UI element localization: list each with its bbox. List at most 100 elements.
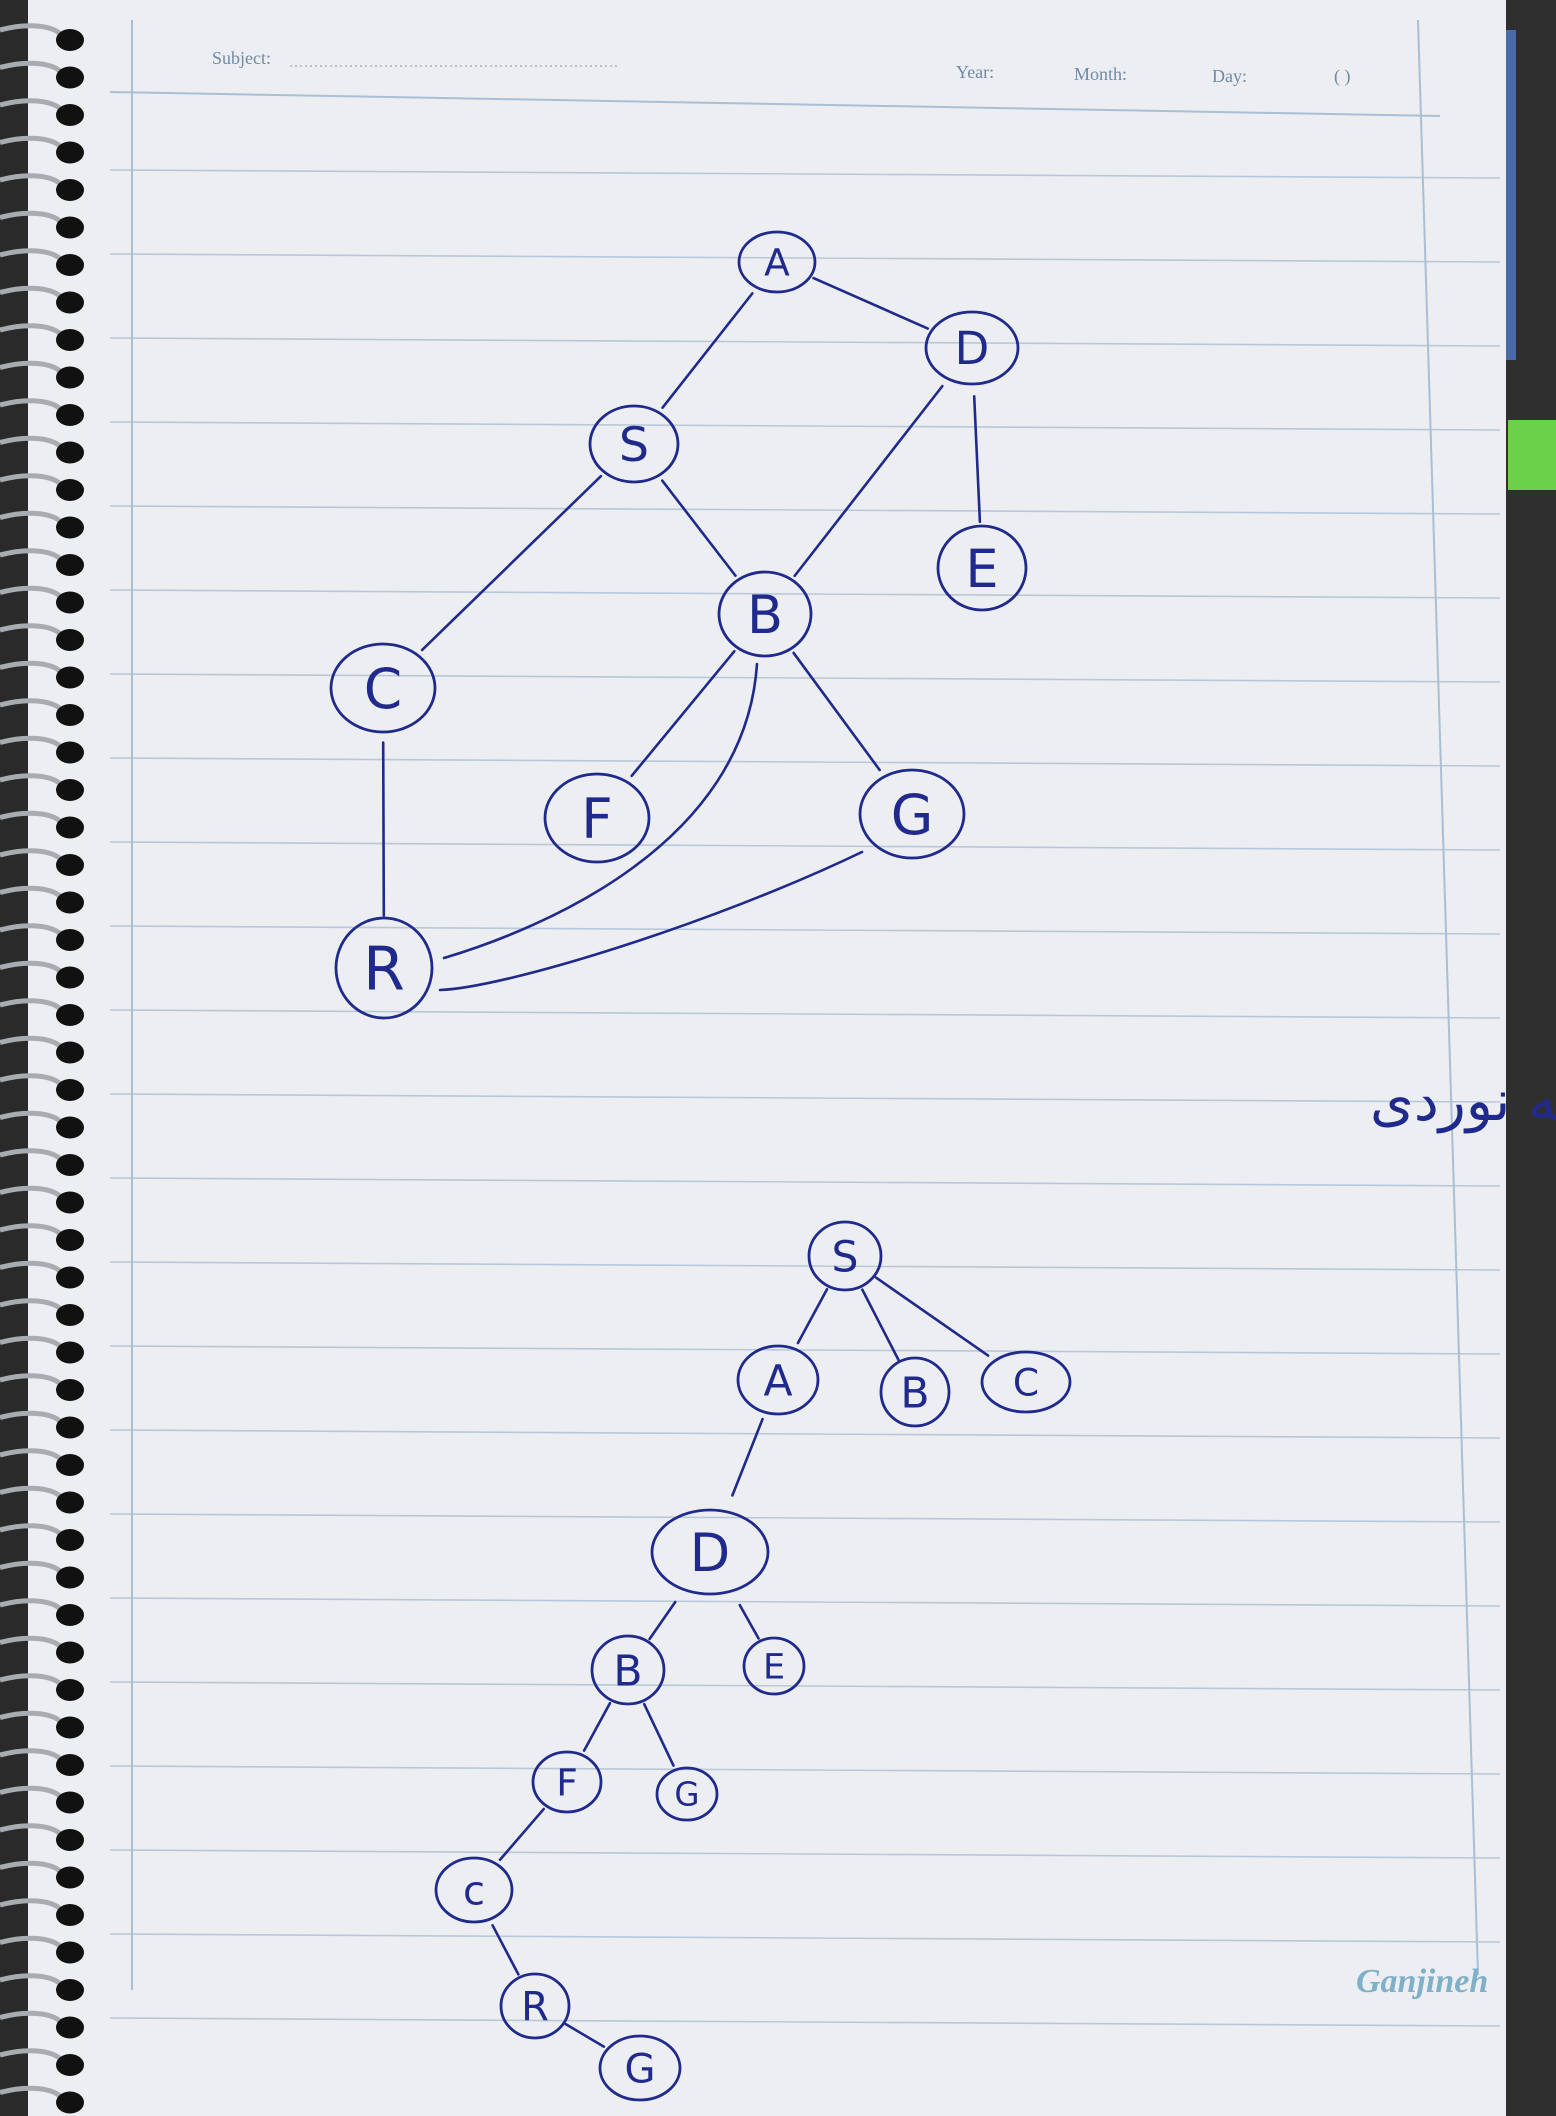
tree-node-t_b2: B — [590, 1634, 666, 1706]
paper-sheet — [28, 0, 1506, 2116]
spiral-hole — [56, 816, 84, 839]
graph-node-label: E — [965, 539, 998, 600]
spiral-hole — [56, 404, 84, 426]
graph-node-label: G — [891, 783, 934, 847]
graph-edge-d-b — [793, 384, 944, 578]
spiral-hole — [56, 1379, 84, 1401]
tree-edge-t_a-t_d — [731, 1417, 764, 1497]
tree-node-circle — [531, 1750, 603, 1814]
day-label: Day: — [1212, 66, 1247, 86]
tree-node-label: B — [900, 1369, 929, 1418]
rule-line — [109, 421, 1501, 431]
spiral-binding — [0, 23, 84, 2114]
tree-node-label: D — [690, 1523, 730, 1584]
tree-node-label: A — [763, 1357, 792, 1406]
graph-node-label: C — [364, 657, 402, 721]
tree-node-label: G — [674, 1776, 699, 1814]
tree-node-circle — [736, 1344, 820, 1416]
tree-edge-t_d-t_b2 — [648, 1600, 677, 1641]
rule-line — [109, 841, 1501, 851]
spiral-hole — [56, 1791, 84, 1814]
spiral-hole — [56, 1866, 84, 1889]
tree-node-t_c1: C — [980, 1350, 1072, 1414]
rule-line — [109, 169, 1501, 179]
month-label: Month: — [1074, 64, 1127, 84]
header-line — [109, 91, 1441, 117]
graph-node-circle — [717, 570, 813, 658]
tree-node-circle — [980, 1350, 1072, 1414]
spiral-hole — [56, 1566, 84, 1589]
tree-node-label: R — [521, 1984, 549, 2030]
graph-node-r: R — [334, 916, 434, 1020]
spiral-hole — [56, 1266, 84, 1289]
spiral-hole — [56, 1341, 84, 1364]
spiral-hole — [56, 1191, 84, 1214]
spiral-hole — [56, 141, 84, 164]
tree-node-circle — [807, 1220, 883, 1292]
tree-edge-t_s-t_c1 — [874, 1276, 990, 1357]
graph-node-label: F — [581, 787, 613, 851]
tree-edges — [491, 1276, 990, 2048]
spiral-hole — [56, 741, 84, 764]
tree-node-label: c — [463, 1868, 485, 1914]
spiral-hole — [56, 1829, 84, 1851]
spiral-hole — [56, 179, 84, 201]
rule-line — [109, 1849, 1501, 1859]
graph-node-label: R — [363, 935, 405, 1005]
spiral-hole — [56, 441, 84, 464]
tree-node-circle — [590, 1634, 666, 1706]
graph-node-f: F — [543, 772, 651, 864]
spiral-hole — [56, 1754, 84, 1776]
spiral-hole — [56, 1304, 84, 1326]
tree-node-t_e: E — [742, 1636, 806, 1696]
tree-edge-t_b2-t_f — [582, 1701, 612, 1752]
rule-line — [109, 1345, 1501, 1355]
graph-edge-a-d — [812, 276, 930, 330]
spiral-hole — [56, 1904, 84, 1926]
tree-node-label: S — [832, 1233, 859, 1282]
spiral-hole — [56, 1229, 84, 1251]
spiral-hole — [56, 254, 84, 276]
tree-node-t_s: S — [807, 1220, 883, 1292]
spiral-hole — [56, 1641, 84, 1664]
rule-line — [109, 1261, 1501, 1271]
year-label: Year: — [956, 62, 994, 82]
tree-node-circle — [650, 1508, 770, 1596]
tree-node-circle — [879, 1356, 951, 1428]
tree-node-label: C — [1013, 1361, 1039, 1405]
spiral-hole — [56, 854, 84, 876]
graph-edge-d-e — [972, 394, 982, 524]
spiral-hole — [56, 1416, 84, 1439]
graph-edge-b-g — [792, 651, 881, 772]
rule-line — [109, 1597, 1501, 1607]
graph-node-b: B — [717, 570, 813, 658]
brand-logo: Ganjineh — [1356, 1963, 1488, 2000]
rule-line — [109, 1765, 1501, 1775]
spiral-hole — [56, 366, 84, 389]
spiral-hole — [56, 1604, 84, 1626]
tree-edge-t_r-t_g2 — [564, 2022, 606, 2048]
spiral-hole — [56, 1679, 84, 1701]
graph-node-e: E — [936, 524, 1028, 612]
spiral-hole — [56, 291, 84, 314]
graph-node-circle — [543, 772, 651, 864]
spiral-hole — [56, 704, 84, 726]
spiral-hole — [56, 629, 84, 651]
tree-node-t_r: R — [499, 1972, 571, 2040]
tree-node-circle — [655, 1766, 719, 1822]
rule-line — [109, 1429, 1501, 1439]
rule-line — [109, 1933, 1501, 1943]
paren-field: ( ) — [1334, 66, 1351, 87]
graph-node-circle — [334, 916, 434, 1020]
spiral-hole — [56, 666, 84, 689]
tree-node-t_a: A — [736, 1344, 820, 1416]
rule-line — [109, 925, 1501, 935]
rule-line — [109, 757, 1501, 767]
spiral-hole — [56, 2054, 84, 2076]
spiral-hole — [56, 1079, 84, 1101]
graph-edge-b-r — [442, 662, 759, 960]
